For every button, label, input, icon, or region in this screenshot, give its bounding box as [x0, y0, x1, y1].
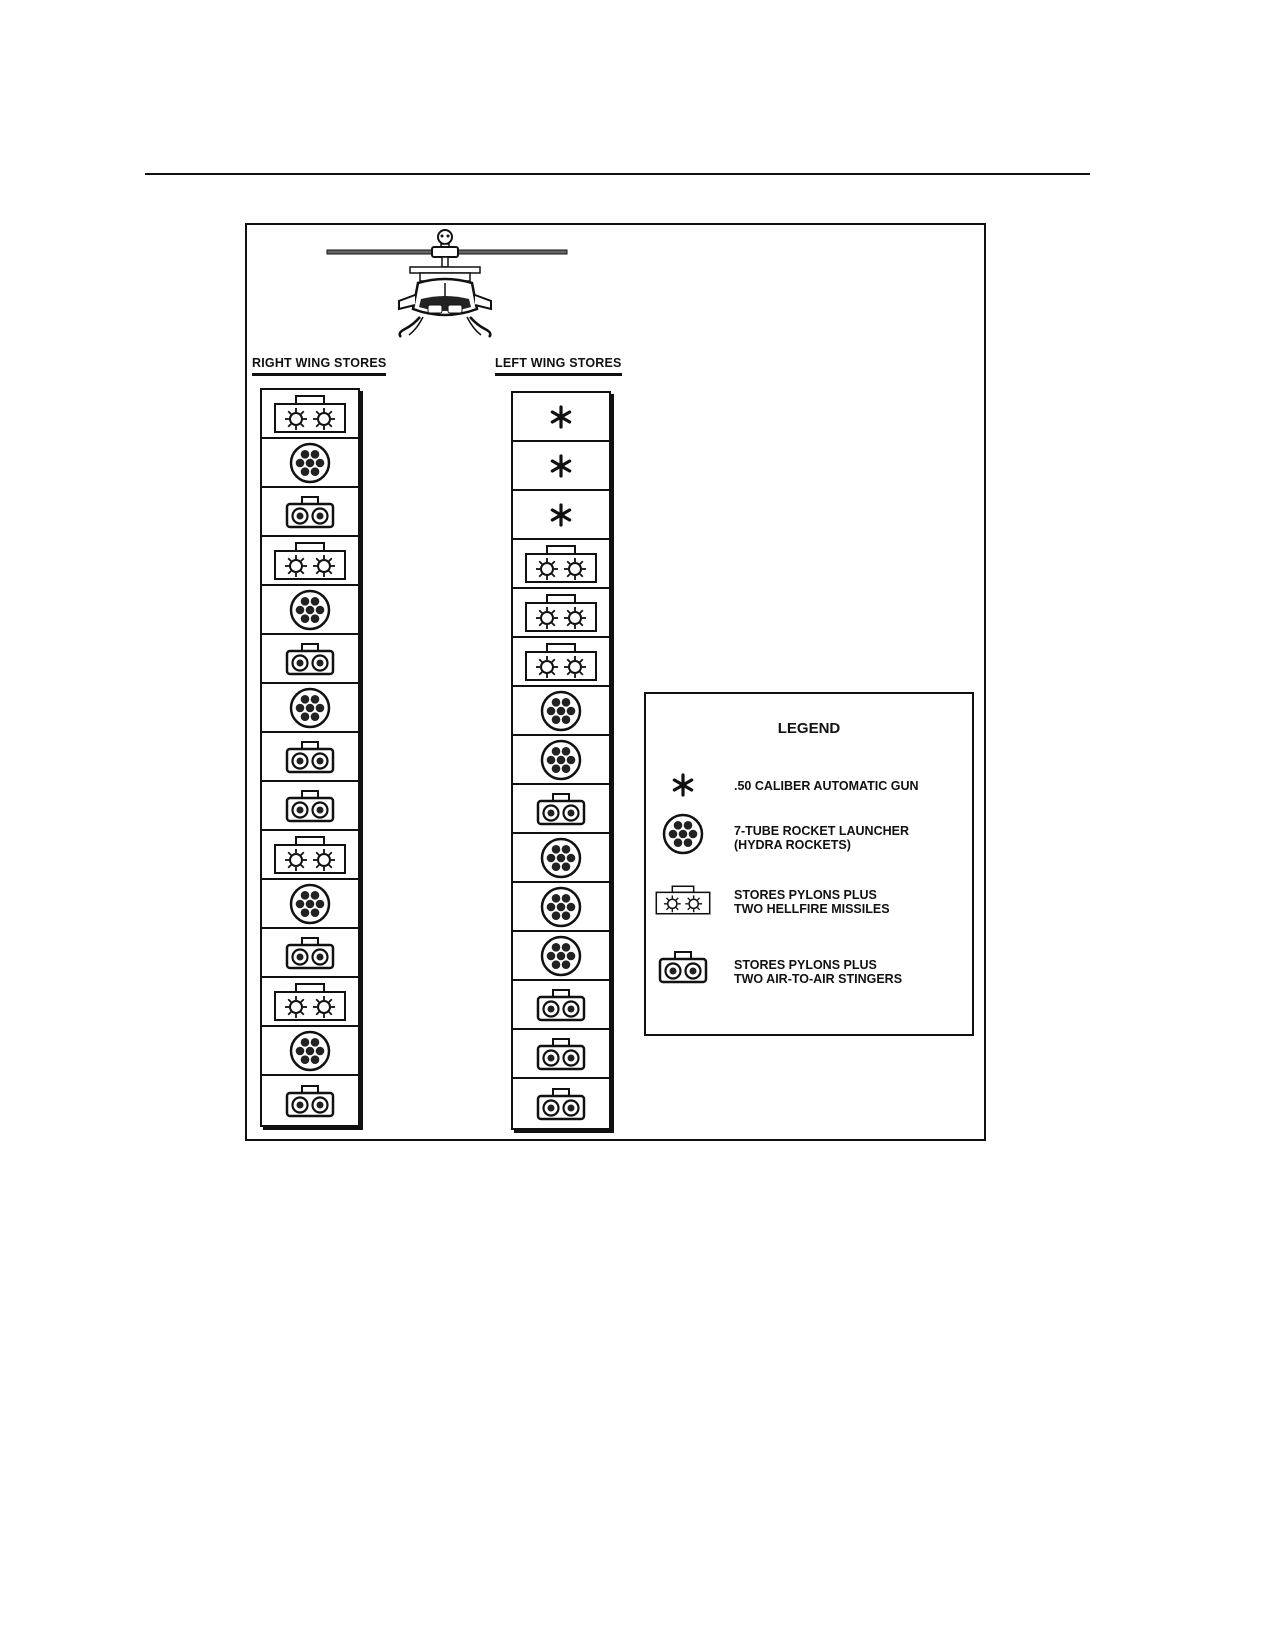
legend-text: .50 CALIBER AUTOMATIC GUN: [734, 779, 919, 793]
left-wing-store-7: [513, 687, 609, 736]
left-wing-store-4: [513, 540, 609, 589]
left-wing-store-11: [513, 883, 609, 932]
right-wing-store-1: [262, 390, 358, 439]
left-wing-store-2: [513, 442, 609, 491]
right-wing-store-4: [262, 537, 358, 586]
stinger-pylon-icon: [535, 1037, 587, 1071]
rocket-launcher-icon: [288, 588, 332, 632]
hellfire-pylon-icon: [272, 835, 348, 875]
stinger-pylon-icon: [284, 740, 336, 774]
right-wing-store-6: [262, 635, 358, 684]
hellfire-pylon-icon: [523, 544, 599, 584]
helicopter-icon: [326, 229, 568, 338]
left-wing-store-14: [513, 1030, 609, 1079]
legend-text-line: STORES PYLONS PLUS: [734, 888, 877, 902]
legend-text-line: TWO AIR-TO-AIR STINGERS: [734, 972, 903, 986]
right-wing-store-11: [262, 880, 358, 929]
legend-title: LEGEND: [777, 720, 841, 737]
legend-text-line: 7-TUBE ROCKET LAUNCHER: [734, 824, 909, 838]
right-wing-store-5: [262, 586, 358, 635]
stinger-pylon-icon: [654, 950, 712, 984]
asterisk-icon: [548, 453, 574, 479]
right-wing-store-10: [262, 831, 358, 880]
left-wing-store-12: [513, 932, 609, 981]
stinger-pylon-icon: [535, 988, 587, 1022]
left-wing-stores-heading: LEFT WING STORES: [495, 356, 622, 376]
stinger-pylon-icon: [284, 789, 336, 823]
right-wing-store-12: [262, 929, 358, 978]
right-wing-stores-heading: RIGHT WING STORES: [252, 356, 387, 376]
rocket-launcher-icon: [288, 686, 332, 730]
hellfire-pylon-icon: [523, 593, 599, 633]
rocket-launcher-icon: [539, 689, 583, 733]
hellfire-pylon-icon: [523, 642, 599, 682]
right-wing-store-3: [262, 488, 358, 537]
stinger-pylon-icon: [284, 1084, 336, 1118]
asterisk-icon: [654, 772, 712, 798]
hellfire-pylon-icon: [272, 394, 348, 434]
stinger-pylon-icon: [284, 936, 336, 970]
hellfire-pylon-icon: [272, 541, 348, 581]
rocket-launcher-icon: [539, 836, 583, 880]
legend-text: 7-TUBE ROCKET LAUNCHER(HYDRA ROCKETS): [734, 824, 909, 852]
rocket-launcher-icon: [288, 441, 332, 485]
right-wing-store-13: [262, 978, 358, 1027]
top-rule: [145, 173, 1090, 175]
stinger-pylon-icon: [535, 792, 587, 826]
asterisk-icon: [548, 502, 574, 528]
rocket-launcher-icon: [288, 1029, 332, 1073]
left-wing-store-1: [513, 393, 609, 442]
right-wing-store-8: [262, 733, 358, 782]
rocket-launcher-icon: [539, 885, 583, 929]
right-wing-stores-column: [260, 388, 360, 1127]
left-wing-store-6: [513, 638, 609, 687]
asterisk-icon: [548, 404, 574, 430]
hellfire-pylon-icon: [654, 880, 712, 920]
left-wing-store-15: [513, 1079, 609, 1128]
stinger-pylon-icon: [284, 642, 336, 676]
stinger-pylon-icon: [535, 1087, 587, 1121]
rocket-launcher-icon: [539, 934, 583, 978]
left-wing-store-13: [513, 981, 609, 1030]
right-wing-store-7: [262, 684, 358, 733]
hellfire-pylon-icon: [272, 982, 348, 1022]
right-wing-store-2: [262, 439, 358, 488]
left-wing-store-3: [513, 491, 609, 540]
rocket-launcher-icon: [654, 812, 712, 856]
legend-text-line: (HYDRA ROCKETS): [734, 838, 851, 852]
left-wing-store-10: [513, 834, 609, 883]
rocket-launcher-icon: [539, 738, 583, 782]
legend-text-line: TWO HELLFIRE MISSILES: [734, 902, 890, 916]
right-wing-store-14: [262, 1027, 358, 1076]
left-wing-store-8: [513, 736, 609, 785]
legend-text-line: STORES PYLONS PLUS: [734, 958, 877, 972]
left-wing-stores-column: [511, 391, 611, 1130]
diagram-frame: [245, 223, 986, 1141]
left-wing-store-9: [513, 785, 609, 834]
stinger-pylon-icon: [284, 495, 336, 529]
left-wing-store-5: [513, 589, 609, 638]
legend-text-line: .50 CALIBER AUTOMATIC GUN: [734, 779, 919, 793]
right-wing-store-9: [262, 782, 358, 831]
legend-box: LEGEND .50 CALIBER AUTOMATIC GUN 7-TUBE R…: [644, 692, 974, 1036]
rocket-launcher-icon: [288, 882, 332, 926]
right-wing-store-15: [262, 1076, 358, 1125]
